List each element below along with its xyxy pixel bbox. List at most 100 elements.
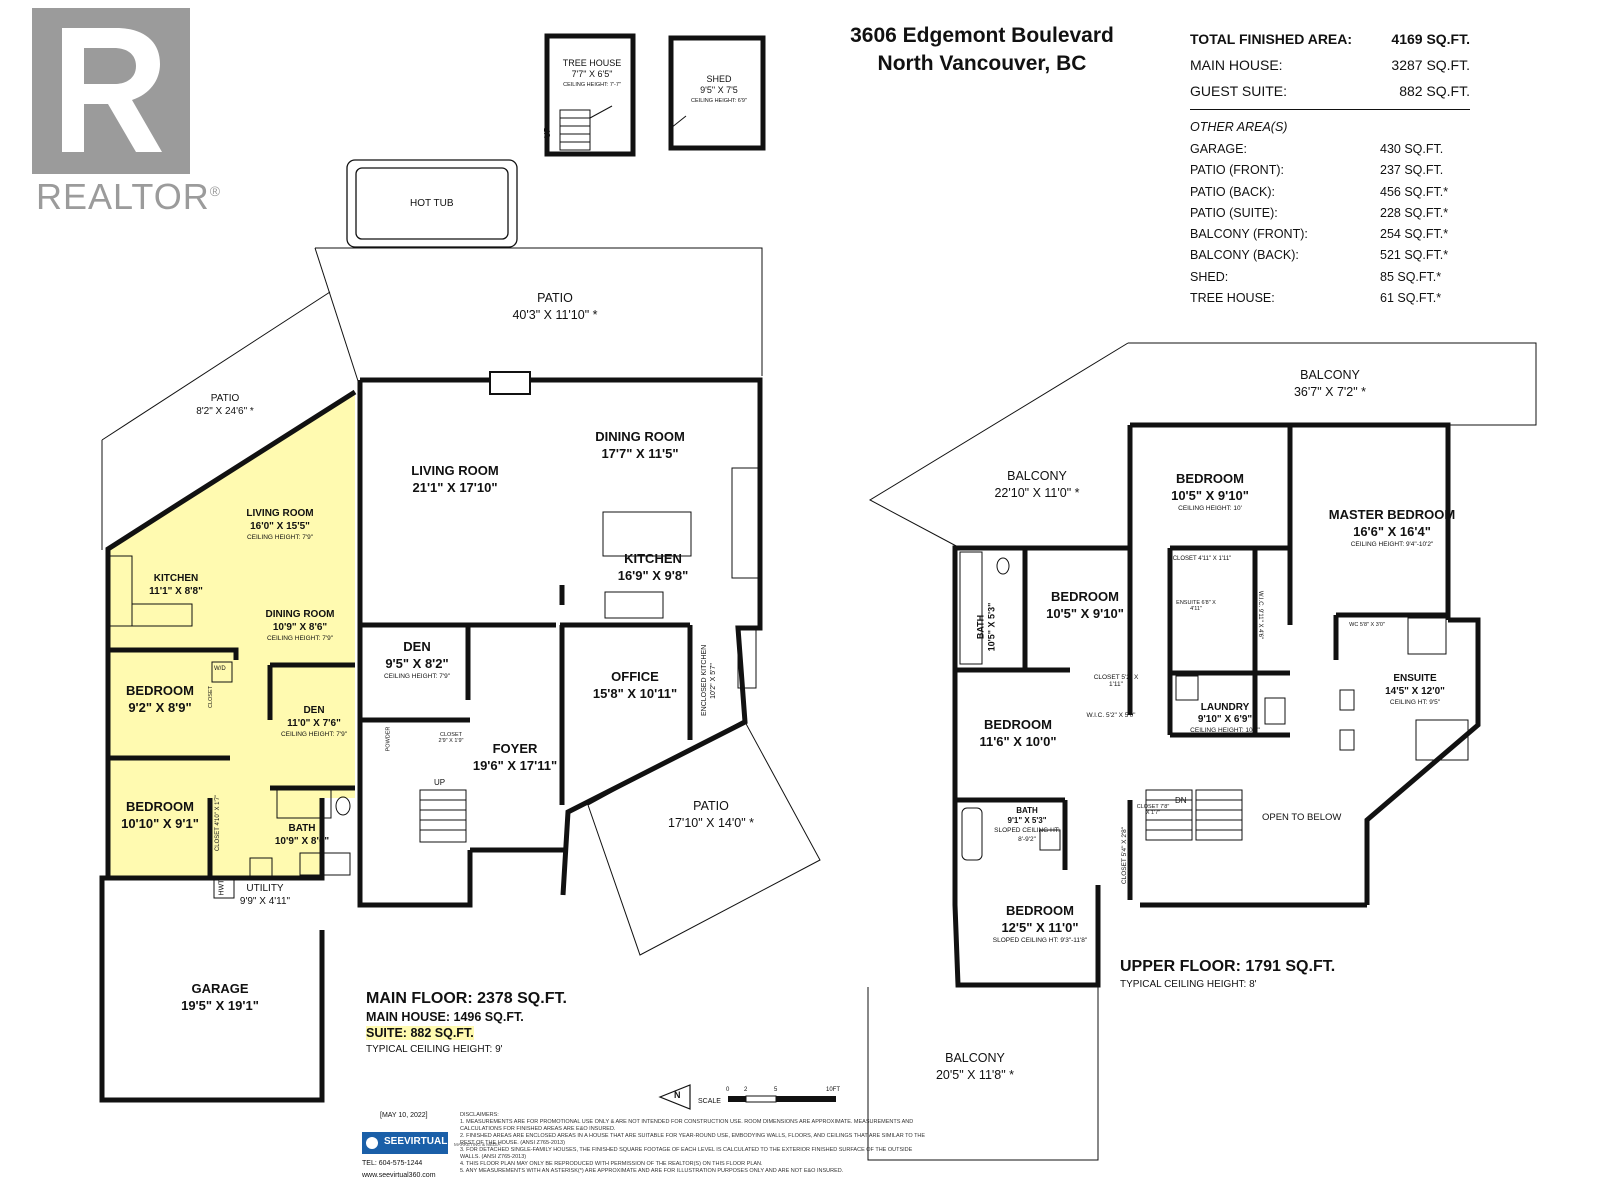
- scale-label: SCALE: [698, 1098, 721, 1105]
- room-name: DINING ROOM: [595, 429, 685, 444]
- other-area-value: 456 SQ.FT.*: [1380, 184, 1449, 199]
- summary-value: 882 SQ.FT.: [1399, 83, 1470, 99]
- room-name: MASTER BEDROOM: [1328, 507, 1456, 522]
- summary-row-main: MAIN HOUSE:3287 SQ.FT.: [1190, 57, 1470, 83]
- other-area-label: PATIO (FRONT):: [1190, 163, 1284, 178]
- other-area-row: SHED: 85 SQ.FT.*: [1190, 270, 1470, 291]
- garage-label: GARAGE 19'5" X 19'1": [160, 980, 280, 1014]
- room-name: FOYER: [492, 741, 538, 756]
- office-label: OFFICE 15'8" X 10'11": [580, 668, 690, 702]
- wic-a-label: W.I.C. 9'11" X 4'6": [1257, 590, 1264, 640]
- suite-bedroom1-label: BEDROOM 9'2" X 8'9": [116, 682, 204, 716]
- brand-web: www.seevirtual360.com: [362, 1172, 436, 1179]
- other-area-row: BALCONY (BACK):521 SQ.FT.*: [1190, 248, 1470, 269]
- open-to-below-label: OPEN TO BELOW: [1262, 812, 1342, 823]
- suite-closet2-label: CLOSET 4'10" X 1'7": [215, 794, 222, 852]
- other-area-label: SHED:: [1190, 269, 1229, 284]
- treehouse-outline: [544, 33, 636, 157]
- room-name: PATIO: [210, 393, 240, 404]
- ensuite-master-label: ENSUITE 14'5" X 12'0" CEILING HT: 9'5": [1370, 672, 1460, 707]
- other-area-row: PATIO (BACK): 456 SQ.FT.*: [1190, 185, 1470, 206]
- room-dim: 14'5" X 12'0": [1385, 686, 1445, 697]
- north-arrow-icon: [658, 1084, 691, 1110]
- scale-tick: 0: [726, 1087, 730, 1093]
- other-area-label: PATIO (SUITE):: [1190, 205, 1278, 220]
- room-dim: 40'3" X 11'10" *: [512, 308, 598, 322]
- north-label: N: [674, 1090, 681, 1100]
- powder-label: POWDER: [385, 726, 392, 752]
- balcony-front-label: BALCONY 20'5" X 11'8" *: [915, 1050, 1035, 1084]
- scale-bar: [728, 1095, 836, 1103]
- room-ceiling: CEILING HEIGHT: 7'9": [383, 673, 451, 680]
- shed-outline: [668, 35, 766, 151]
- other-area-label: PATIO (BACK):: [1190, 184, 1275, 199]
- other-area-row: BALCONY (FRONT): 254 SQ.FT.*: [1190, 227, 1470, 248]
- scale-tick: 5: [774, 1087, 778, 1093]
- room-dim: 20'5" X 11'8" *: [935, 1068, 1015, 1082]
- other-area-value: 85 SQ.FT.*: [1380, 269, 1442, 284]
- other-area-row: GARAGE:430 SQ.FT.: [1190, 142, 1470, 163]
- room-ceiling: CEILING HEIGHT: 10'5": [1190, 727, 1260, 734]
- bath-low-label: BATH 9'1" X 5'3" SLOPED CEILING HT: 8'-9…: [992, 806, 1062, 844]
- laundry-label: LAUNDRY 9'10" X 6'9" CEILING HEIGHT: 10'…: [1180, 702, 1270, 735]
- room-ceiling: SLOPED CEILING HT: 9'3"-11'8": [992, 937, 1088, 944]
- enclosed-kitchen-label: ENCLOSED KITCHEN 10'2" X 5'7": [700, 645, 718, 716]
- room-dim: 17'7" X 11'5": [601, 446, 679, 461]
- room-ceiling: CEILING HEIGHT: 7'9": [266, 635, 334, 642]
- room-dim: 9'1" X 5'3": [1007, 816, 1047, 825]
- realtor-text: REALTOR: [36, 176, 210, 217]
- disclaimer-line: 5. ANY MEASUREMENTS WITH AN ASTERISK(*) …: [460, 1168, 844, 1174]
- balcony-left-label: BALCONY 22'10" X 11'0" *: [972, 468, 1102, 502]
- summary-label: MAIN HOUSE:: [1190, 57, 1283, 73]
- room-name: KITCHEN: [153, 573, 199, 584]
- other-area-value: 237 SQ.FT.: [1380, 163, 1444, 178]
- room-name: BALCONY: [1300, 368, 1360, 382]
- room-dim: 10'9" X 8'6": [272, 622, 328, 633]
- patio-suite-label: PATIO 8'2" X 24'6" *: [165, 392, 285, 418]
- closet-b-label: CLOSET 5'2" X 1'11": [1093, 674, 1139, 688]
- room-dim: 7'7" X 6'5": [571, 69, 613, 79]
- room-dim: 9'5" X 7'5: [700, 85, 738, 95]
- suite-closet1-label: CLOSET: [208, 685, 215, 709]
- room-dim: 10'2" X 5'7": [710, 663, 717, 699]
- room-dim: 11'1" X 8'8": [149, 586, 203, 597]
- other-area-label: GARAGE:: [1190, 142, 1247, 156]
- room-dim: 9'10" X 6'9": [1197, 714, 1253, 725]
- closet-c-label: CLOSET 7'8" X 1'7": [1136, 804, 1170, 816]
- main-ceiling-note: TYPICAL CEILING HEIGHT: 9': [366, 1044, 503, 1055]
- room-name: BEDROOM: [126, 683, 194, 698]
- room-name: BEDROOM: [1051, 589, 1119, 604]
- bedroom-bottom-label: BEDROOM 12'5" X 11'0" SLOPED CEILING HT:…: [985, 902, 1095, 945]
- realtor-logo-icon: [32, 8, 190, 174]
- foyer-label: FOYER 19'6" X 17'11": [460, 740, 570, 774]
- room-name: KITCHEN: [624, 551, 682, 566]
- ensuite-small-label: ENSUITE 6'8" X 4'11": [1176, 600, 1216, 612]
- other-area-value: 61 SQ.FT.*: [1380, 291, 1442, 306]
- wic-b-label: W.I.C. 5'2" X 5'0": [1086, 712, 1136, 719]
- other-area-value: 254 SQ.FT.*: [1380, 227, 1449, 242]
- room-dim: 10'5" X 9'10": [1171, 488, 1249, 503]
- dining-room-label: DINING ROOM 17'7" X 11'5": [580, 428, 700, 462]
- room-name: DINING ROOM: [265, 609, 335, 620]
- suite-dining-label: DINING ROOM 10'9" X 8'6" CEILING HEIGHT:…: [250, 608, 350, 643]
- room-dim: 15'8" X 10'11": [592, 686, 678, 701]
- address-line1: 3606 Edgemont Boulevard: [850, 24, 1114, 47]
- upper-fixtures: [959, 551, 1469, 861]
- summary-value: 4169 SQ.FT.: [1391, 31, 1470, 47]
- room-ceiling: CEILING HEIGHT: 10': [1178, 505, 1242, 512]
- room-name: LAUNDRY: [1200, 702, 1250, 713]
- room-dim: 12'5" X 11'0": [1001, 920, 1079, 935]
- room-name: DEN: [303, 705, 325, 716]
- room-name: PATIO: [693, 799, 729, 813]
- other-area-label: TREE HOUSE:: [1190, 291, 1275, 306]
- bath-left-label: BATH 10'5" X 5'3": [975, 603, 997, 652]
- living-room-label: LIVING ROOM 21'1" X 17'10": [395, 462, 515, 496]
- room-dim: 9'5" X 8'2": [385, 656, 449, 671]
- seevirtual-logo-icon: [362, 1132, 448, 1154]
- other-area-label: BALCONY (FRONT):: [1190, 227, 1308, 242]
- room-dim: 10'5" X 9'10": [1046, 606, 1124, 621]
- room-dim: 9'9" X 4'11": [239, 896, 291, 907]
- room-dim: 17'10" X 14'0" *: [668, 816, 754, 830]
- room-name: TREE HOUSE: [562, 58, 622, 68]
- room-name: GARAGE: [191, 981, 249, 996]
